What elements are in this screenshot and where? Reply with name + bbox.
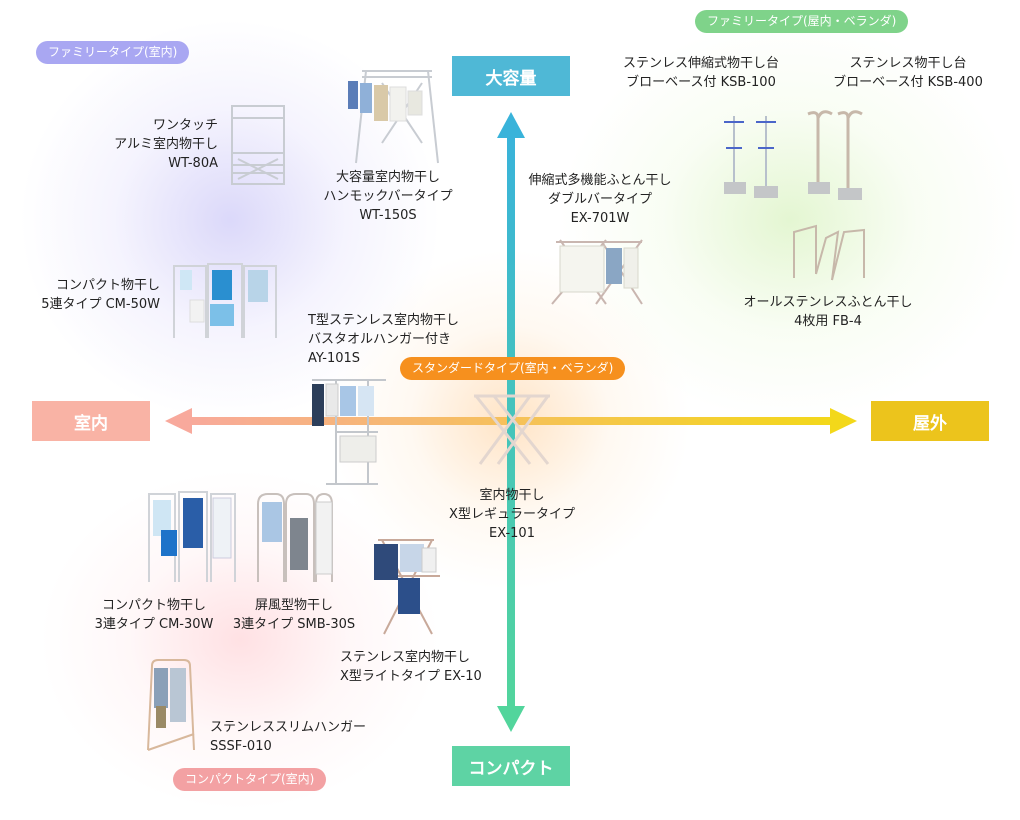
product-image-smb30s (257, 492, 333, 582)
product-image-fb4 (793, 224, 865, 281)
product-label-cm50w: コンパクト物干し 5連タイプ CM-50W (41, 278, 160, 312)
axis-right-box: 屋外 (871, 401, 989, 441)
product-label-wt150s: 大容量室内物干し ハンモックバータイプ WT-150S (323, 170, 453, 223)
category-family-indoor: ファミリータイプ(室内) (36, 41, 190, 64)
product-image-cm50w (173, 263, 277, 338)
product-image-cm30w (148, 491, 236, 582)
product-label-fb4: オールステンレスふとん干し 4枚用 FB-4 (743, 295, 913, 329)
product-label-ay101s: T型ステンレス室内物干し バスタオルハンガー付き AY-101S (308, 313, 459, 366)
category-standard: スタンダードタイプ(室内・ベランダ) (400, 357, 626, 380)
product-image-sssf010 (147, 659, 195, 751)
axis-top-box: 大容量 (452, 56, 570, 96)
product-label-ex101: 室内物干し X型レギュラータイプ EX-101 (449, 488, 575, 541)
product-label-smb30s: 屏風型物干し 3連タイプ SMB-30S (232, 598, 356, 632)
product-image-ksb400 (807, 110, 863, 200)
category-compact: コンパクトタイプ(室内) (173, 768, 327, 791)
axis-left-box: 室内 (32, 401, 150, 441)
right-arrowhead (830, 408, 857, 434)
product-label-wt80a: ワンタッチ アルミ室内物干し WT-80A (114, 118, 218, 171)
product-image-wt150s (348, 70, 439, 164)
product-label-ex10: ステンレス室内物干し X型ライトタイプ EX-10 (340, 650, 482, 684)
product-image-ex10 (374, 539, 440, 635)
product-image-ay101s (312, 379, 386, 485)
product-label-cm30w: コンパクト物干し 3連タイプ CM-30W (94, 598, 214, 632)
product-label-ex701w: 伸縮式多機能ふとん干し ダブルバータイプ EX-701W (528, 173, 672, 226)
category-family-outdoor: ファミリータイプ(屋内・ベランダ) (695, 10, 909, 33)
product-label-ksb400: ステンレス物干し台 ブローベース付 KSB-400 (833, 56, 983, 90)
left-arrowhead (165, 408, 192, 434)
product-image-ex701w (551, 239, 643, 305)
top-arrowhead (497, 112, 525, 138)
product-label-ksb100: ステンレス伸縮式物干し台 ブローベース付 KSB-100 (622, 56, 779, 90)
axis-bottom-box: コンパクト (452, 746, 570, 786)
product-image-ksb100 (724, 116, 778, 198)
product-label-sssf010: ステンレススリムハンガー SSSF-010 (210, 720, 367, 754)
product-image-wt80a (231, 105, 285, 185)
product-image-ex101 (474, 394, 550, 465)
bottom-arrowhead (497, 706, 525, 732)
